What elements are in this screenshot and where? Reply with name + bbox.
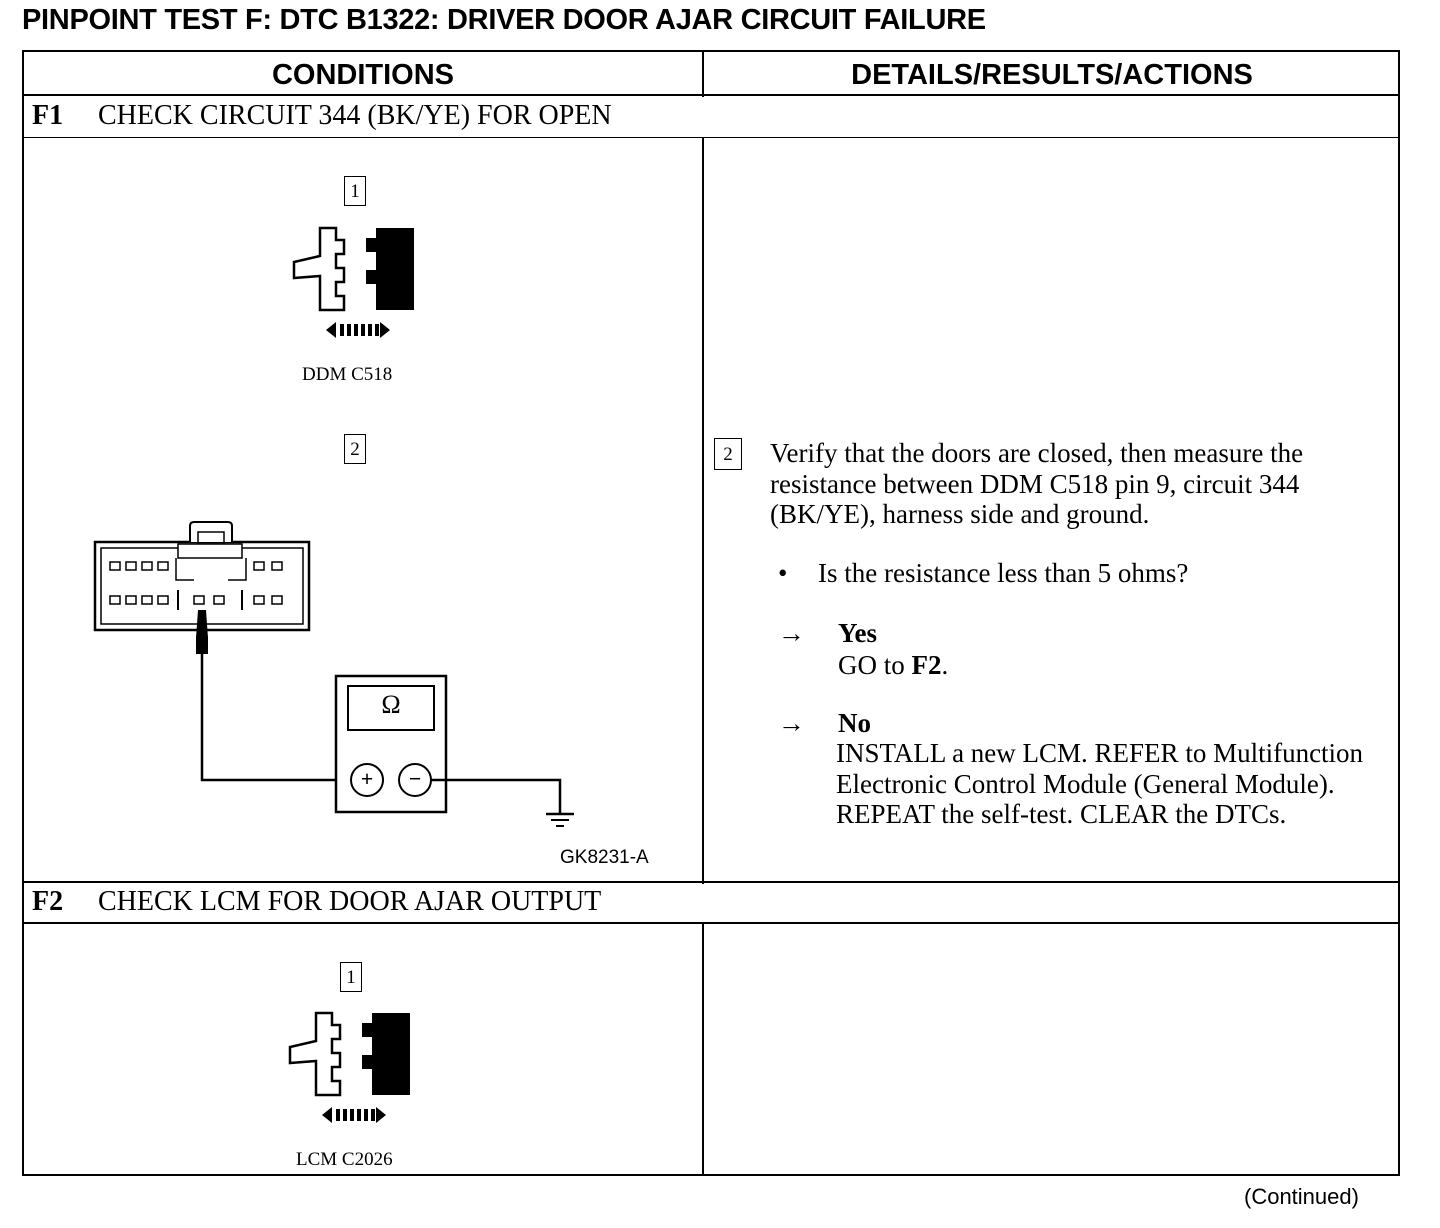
step-f1-divider — [24, 136, 1398, 138]
step-f1-id: F1 — [32, 100, 64, 131]
step-f1-row: F1 CHECK CIRCUIT 344 (BK/YE) FOR OPEN — [24, 97, 1398, 137]
header-divider — [24, 94, 1398, 96]
conditions-header: CONDITIONS — [271, 59, 455, 91]
continued-note: (Continued) — [1244, 1184, 1359, 1209]
yes-arrow-icon: → — [778, 618, 805, 648]
no-arrow-icon: → — [778, 708, 805, 738]
step-f2-title: CHECK LCM FOR DOOR AJAR OUTPUT — [98, 886, 602, 917]
meter-minus-terminal: − — [408, 766, 422, 791]
step-f2-row: F2 CHECK LCM FOR DOOR AJAR OUTPUT — [24, 884, 1398, 922]
no-label: No — [838, 708, 871, 738]
f1-instruction-text: Verify that the doors are closed, then m… — [770, 438, 1304, 529]
yes-label: Yes — [838, 618, 877, 648]
f1-figure-1-number: 1 — [344, 176, 366, 206]
yes-action-target: F2 — [911, 650, 942, 680]
f2-figure-1-caption: LCM C2026 — [296, 1149, 393, 1170]
f1-question-text: Is the resistance less than 5 ohms? — [818, 558, 1189, 588]
column-divider — [702, 52, 704, 1176]
ohm-symbol: Ω — [381, 690, 401, 719]
page-title: PINPOINT TEST F: DTC B1322: DRIVER DOOR … — [22, 4, 986, 36]
yes-action-suffix: . — [941, 650, 949, 680]
step-f1-title: CHECK CIRCUIT 344 (BK/YE) FOR OPEN — [98, 100, 612, 131]
yes-action-prefix: GO to — [838, 650, 912, 680]
f2-figure-1-number: 1 — [340, 962, 362, 992]
question-bullet: • — [778, 558, 788, 588]
pinpoint-test-table: CONDITIONS DETAILS/RESULTS/ACTIONS F1 CH… — [22, 50, 1400, 1176]
f1-detail-step-number: 2 — [714, 438, 742, 470]
details-header: DETAILS/RESULTS/ACTIONS — [851, 59, 1253, 91]
meter-plus-terminal: + — [360, 766, 374, 791]
f2-connector-disconnect-icon — [288, 1011, 410, 1123]
step-f2-id: F2 — [32, 886, 64, 917]
f1-figure-2-number: 2 — [344, 434, 366, 464]
no-action: INSTALL a new LCM. REFER to Multifunctio… — [836, 738, 1364, 829]
figure-id-label: GK8231-A — [560, 847, 649, 868]
f1-connector-disconnect-icon — [292, 226, 414, 338]
step-f2-divider — [24, 922, 1398, 924]
f1-figure-1-caption: DDM C518 — [302, 364, 393, 385]
step-f2-top-divider — [24, 881, 1398, 883]
f1-multimeter-diagram — [93, 521, 574, 827]
yes-action: GO to F2. — [838, 650, 948, 681]
